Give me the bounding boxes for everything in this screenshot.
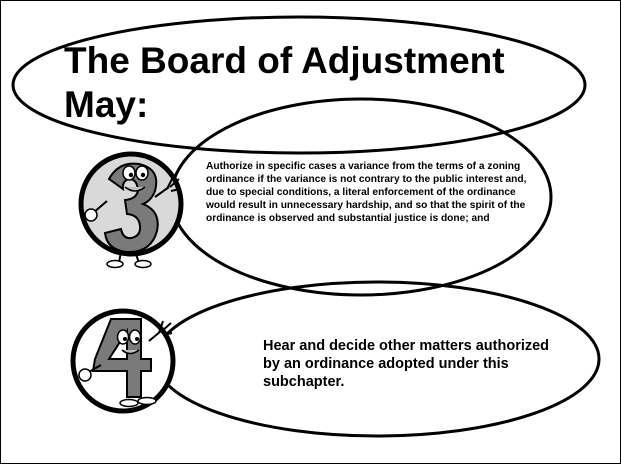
item-2-text: Hear and decide other matters authorized… (263, 338, 550, 390)
cartoon-number-3-icon (78, 151, 184, 269)
cartoon-number-4-icon (70, 308, 176, 414)
title-ellipse (11, 15, 587, 155)
item-1-text: Authorize in specific cases a variance f… (206, 161, 527, 224)
slide-title: The Board of Adjustment May: (64, 40, 505, 125)
